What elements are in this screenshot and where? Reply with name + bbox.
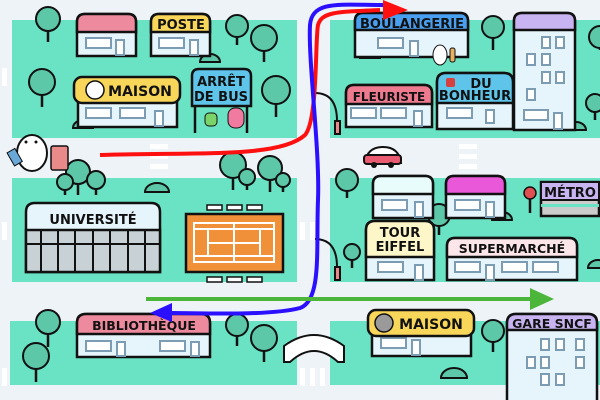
tree-icon <box>225 14 249 45</box>
boulangerie-building[interactable]: BOULANGERIE <box>353 11 470 66</box>
tree-icon <box>481 15 505 50</box>
trees <box>22 6 600 382</box>
polar-bear-traveler-icon <box>6 134 69 172</box>
fleuriste-building[interactable]: FLEURISTE <box>344 83 434 129</box>
character-icon <box>227 107 245 129</box>
tree-icon <box>22 342 50 382</box>
tree-icon <box>35 309 61 347</box>
tree-icon <box>238 168 256 190</box>
maison-label: MAISON <box>108 84 172 100</box>
magenta-building <box>444 174 507 220</box>
route-red <box>99 0 408 157</box>
route-green <box>146 288 554 310</box>
tennis-court <box>184 204 285 283</box>
tree-icon <box>35 6 61 42</box>
crosswalks <box>2 68 477 386</box>
arrow-head-icon <box>150 303 172 322</box>
gare-sncf-building[interactable]: GARE SNCF <box>505 312 599 400</box>
character-icon <box>204 112 218 127</box>
tree-icon <box>585 93 600 120</box>
fleuriste-label: FLEURISTE <box>353 90 426 104</box>
tree-icon <box>481 319 505 352</box>
bridge-icon <box>283 334 345 363</box>
route-blue <box>150 2 384 322</box>
gare-label: GARE SNCF <box>512 316 592 331</box>
street-lamp-icon <box>314 92 341 281</box>
tall-building <box>512 11 577 132</box>
arrow-head-icon <box>383 0 408 20</box>
bus-stop-label-line2: DE BUS <box>194 90 248 105</box>
boulangerie-label: BOULANGERIE <box>360 17 464 32</box>
maison-owl-building[interactable]: MAISON <box>366 308 476 358</box>
metro-station[interactable]: MÉTRO <box>523 180 600 218</box>
suitcase-icon <box>50 145 69 171</box>
maison-2-label: MAISON <box>399 317 463 333</box>
metro-label: MÉTRO <box>544 185 596 201</box>
bear-avatar-icon <box>85 80 105 100</box>
cafe-label-line1: DU <box>470 77 491 92</box>
coffee-cup-icon <box>446 78 455 87</box>
tree-icon <box>275 172 291 192</box>
tree-icon <box>335 168 359 198</box>
bibliotheque-building[interactable]: BIBLIOTHÈQUE <box>75 312 212 359</box>
bus-stop-label-line1: ARRÊT <box>197 74 245 90</box>
arrow-head-icon <box>530 288 554 310</box>
metro-sign-icon <box>523 186 537 200</box>
tree-icon <box>250 24 278 62</box>
tree-icon <box>261 75 291 117</box>
maison-bear-building[interactable]: MAISON <box>72 75 182 129</box>
supermarche-building[interactable]: SUPERMARCHÉ <box>445 236 579 282</box>
tree-icon <box>257 155 283 192</box>
tree-icon <box>86 170 106 195</box>
tree-icon <box>225 313 249 346</box>
tree-icon <box>56 173 74 195</box>
poste-label: POSTE <box>157 18 205 33</box>
baguette-icon <box>449 47 456 63</box>
car-icon <box>363 145 403 168</box>
tree-icon <box>343 243 361 268</box>
cafe-label-line2: BONHEUR <box>439 89 511 104</box>
baker-character-icon <box>432 44 448 66</box>
teal-building <box>371 174 435 220</box>
supermarche-label: SUPERMARCHÉ <box>459 241 565 256</box>
universite-label: UNIVERSITÉ <box>49 212 136 228</box>
cafe-du-bonheur-building[interactable]: DU BONHEUR <box>435 71 515 131</box>
house-pink <box>75 12 138 58</box>
tree-icon <box>250 324 278 362</box>
bibliotheque-label: BIBLIOTHÈQUE <box>92 318 196 333</box>
bus-stop[interactable]: ARRÊT DE BUS <box>190 67 253 133</box>
tree-icon <box>588 25 600 50</box>
tour-eiffel-label-line2: EIFFEL <box>376 240 425 255</box>
poste-building[interactable]: POSTE <box>149 12 212 58</box>
tour-eiffel-building[interactable]: TOUR EIFFEL <box>364 219 436 282</box>
owl-avatar-icon <box>374 313 394 333</box>
tour-eiffel-label-line1: TOUR <box>380 226 421 241</box>
tree-icon <box>28 68 56 107</box>
universite-building[interactable]: UNIVERSITÉ <box>24 201 162 274</box>
